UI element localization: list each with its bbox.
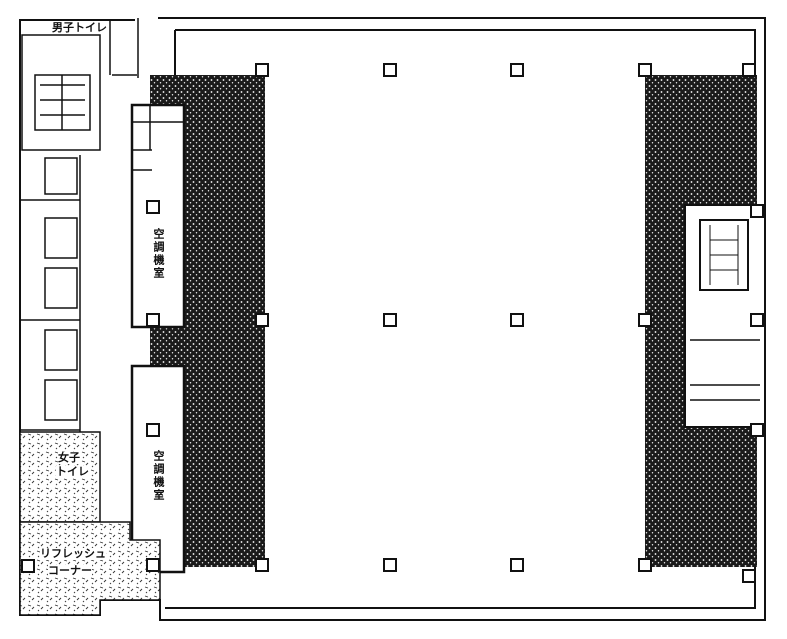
label-ac-room-upper: 空調機室 [152,228,165,280]
label-mens-toilet: 男子トイレ [52,21,107,34]
ac-rooms [130,103,186,574]
label-refresh-corner-2: コーナー [48,564,92,577]
label-womens-toilet-2: トイレ [56,465,89,478]
columns [21,63,764,583]
label-womens-toilet-1: 女子 [58,451,80,464]
left-core [20,18,139,520]
label-refresh-corner-1: リフレッシュ [40,547,106,560]
label-ac-room-lower: 空調機室 [152,450,165,502]
